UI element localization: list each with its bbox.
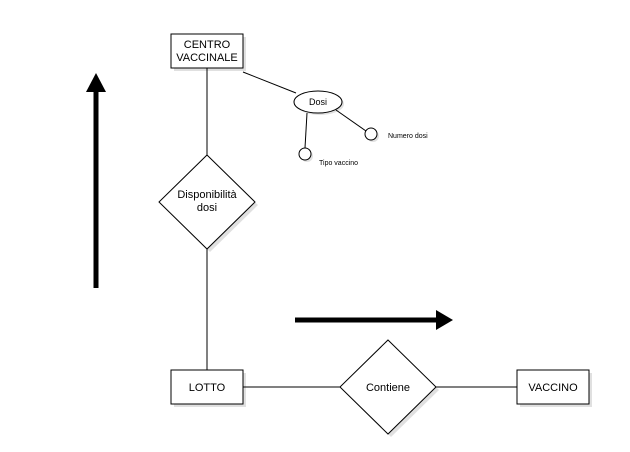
arrow-right-icon	[295, 310, 453, 330]
relationship-contiene-label: Contiene	[366, 382, 410, 394]
relationship-disponibilita-dosi[interactable]: Disponibilità dosi	[158, 154, 258, 252]
entity-centro-vaccinale-label-line1: CENTRO	[184, 39, 231, 51]
entity-vaccino-label: VACCINO	[528, 382, 578, 394]
entity-vaccino[interactable]: VACCINO	[516, 369, 592, 407]
connector-dosi-tipo-vaccino	[304, 112, 308, 149]
connector-dosi-numero-dosi	[335, 109, 367, 132]
attribute-tipo-vaccino-label: Tipo vaccino	[319, 160, 358, 167]
relationship-disponibilita-dosi-label-line2: dosi	[197, 202, 217, 214]
entity-centro-vaccinale[interactable]: CENTRO VACCINALE	[170, 33, 246, 71]
attribute-dosi[interactable]: Dosi	[293, 90, 344, 115]
attribute-numero-dosi-label: Numero dosi	[388, 133, 428, 140]
attribute-numero-dosi[interactable]: Numero dosi	[364, 127, 428, 142]
entity-lotto-label: LOTTO	[189, 382, 226, 394]
relationship-disponibilita-dosi-label-line1: Disponibilità	[177, 189, 237, 201]
entity-lotto[interactable]: LOTTO	[170, 369, 246, 407]
attribute-dosi-label: Dosi	[309, 97, 327, 107]
connector-centro-dosi	[242, 71, 297, 94]
relationship-contiene[interactable]: Contiene	[339, 339, 439, 437]
entity-centro-vaccinale-label-line2: VACCINALE	[176, 52, 238, 64]
arrow-up-icon	[86, 73, 106, 288]
attribute-tipo-vaccino[interactable]: Tipo vaccino	[298, 147, 358, 167]
